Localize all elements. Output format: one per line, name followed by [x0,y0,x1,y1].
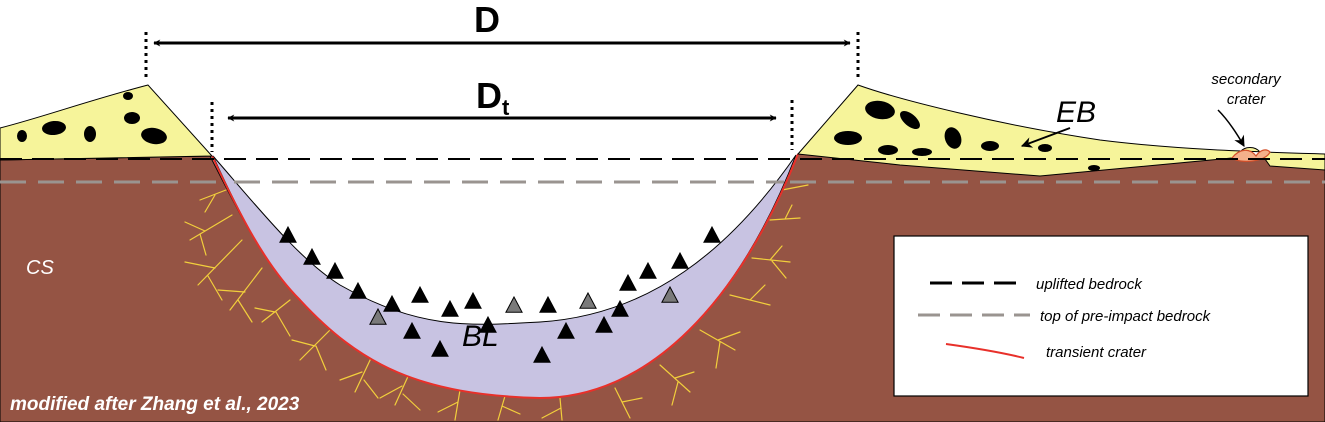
breccia-clast [539,295,557,313]
secondary-crater-label-line1: secondary [1211,71,1282,88]
breccia-clast [441,299,459,317]
fracture-line [379,371,421,411]
fracture-line [699,329,741,369]
ejecta-clast [84,126,96,142]
fracture-line [254,299,291,337]
breccia-clast [671,251,689,269]
fracture-line [541,397,563,421]
ejecta-clasts [17,92,1100,171]
breccia-clast [595,315,613,333]
breccia-clast [326,261,344,279]
secondary-crater-label-line2: crater [1227,91,1266,108]
gray-breccia-clast [505,295,523,313]
ejecta-clast [123,92,133,100]
ejecta-clast [878,145,898,155]
fracture-line [184,214,233,256]
ejecta-clast [42,120,66,136]
fracture-line [769,204,801,221]
legend-transient-swatch [945,343,1025,359]
fracture-line [659,364,695,406]
fracture-line [781,184,809,191]
legend-preimpact-label: top of pre-impact bedrock [1040,308,1212,325]
legend-transient-label: transient crater [1046,344,1147,361]
ejecta-blanket-label: EB [1056,96,1096,129]
transient-crater-outline [211,153,799,400]
breccia-clast [411,285,429,303]
breccia-clast [703,225,721,243]
fracture-network [184,184,809,421]
breccia-clast [303,247,321,265]
legend: uplifted bedrock top of pre-impact bedro… [893,235,1309,397]
ejecta-blanket-left [0,84,214,161]
breccia-clast [349,281,367,299]
breccia-clast [557,321,575,339]
breccia-clast [639,261,657,279]
ejecta-clast [981,141,999,151]
fracture-line [729,284,771,306]
breccia-clast [479,315,497,333]
ejecta-clast [912,148,932,156]
ejecta-clast [17,130,27,142]
fracture-line [497,395,521,421]
ejecta-clast [1088,165,1100,171]
fracture-line [751,245,791,279]
breccia-clast [383,294,401,312]
ejecta-clast [900,111,920,129]
gray-breccia-clast [661,285,679,303]
fracture-line [437,389,461,421]
credit-text: modified after Zhang et al., 2023 [10,394,300,415]
legend-box [893,235,1309,397]
breccia-clast [403,321,421,339]
breccia-clasts [279,225,721,363]
country-substrate-label: CS [26,257,54,279]
fracture-line [291,329,331,371]
diameter-label: D [474,0,500,40]
breccia-clast [279,225,297,243]
ejecta-clast [124,112,140,124]
transient-diameter-subscript: t [502,95,510,120]
secondary-crater-pointer [1217,109,1245,147]
fracture-line [614,387,643,419]
breccia-clast [533,345,551,363]
breccia-clast [431,339,449,357]
ejecta-clast [865,100,895,120]
breccia-clast [464,291,482,309]
fracture-line [339,355,379,399]
breccia-clast [619,273,637,291]
transient-diameter-label: Dt [476,75,510,120]
ejecta-clast [141,127,167,145]
breccia-lens-label: BL [462,320,499,353]
fracture-line [217,267,263,323]
fracture-line [199,189,227,213]
gray-breccia-clast [369,307,387,325]
fracture-line [184,239,243,301]
ejecta-clast [944,127,962,149]
gray-breccia-clast [579,291,597,309]
ejecta-blanket-pointer [1020,127,1071,148]
breccia-clast [611,299,629,317]
legend-uplifted-label: uplifted bedrock [1036,276,1143,293]
ejecta-clast [1038,144,1052,152]
ejecta-clast [834,131,862,145]
